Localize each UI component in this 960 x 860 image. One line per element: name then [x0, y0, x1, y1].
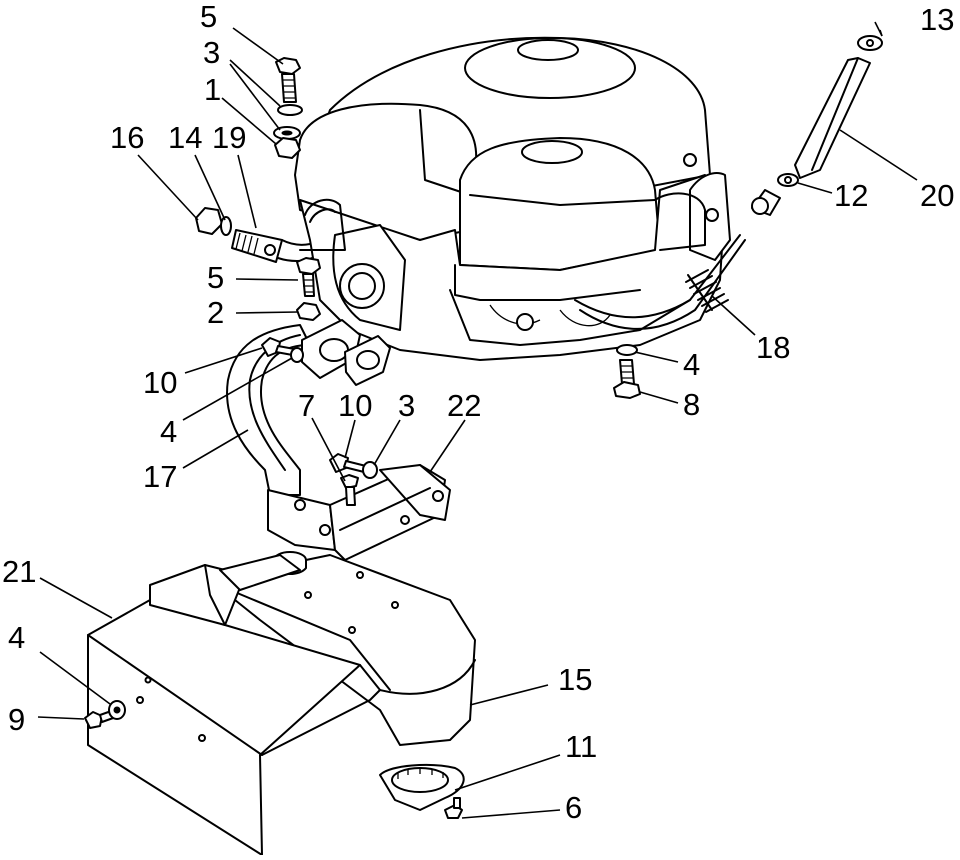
- callout-19: 19: [212, 120, 246, 155]
- callout-12: 12: [834, 178, 868, 213]
- callout-15: 15: [558, 662, 592, 697]
- callout-8: 8: [683, 387, 700, 422]
- callout-4-left: 4: [160, 414, 177, 449]
- callout-4-right: 4: [683, 347, 700, 382]
- spark-arrestor-11: [379, 763, 465, 819]
- callout-4-lower: 4: [8, 620, 25, 655]
- callout-14: 14: [168, 120, 202, 155]
- callout-5-top: 5: [200, 0, 217, 34]
- callout-22: 22: [447, 388, 481, 423]
- callout-6: 6: [565, 790, 582, 825]
- callout-10-mid: 10: [338, 388, 372, 423]
- callout-3-top: 3: [203, 35, 220, 70]
- callout-5-mid: 5: [207, 260, 224, 295]
- callout-11: 11: [565, 729, 597, 764]
- leader-lines: [37, 21, 918, 819]
- callout-17: 17: [143, 459, 177, 494]
- callout-2: 2: [207, 295, 224, 330]
- callout-20: 20: [920, 178, 954, 213]
- callout-18: 18: [756, 330, 790, 365]
- exhaust-bolt-assembly: [195, 207, 321, 321]
- bracket-22: [267, 453, 451, 561]
- engine-mount-bolt: [613, 344, 641, 399]
- fastener-stack-top: [273, 57, 303, 159]
- spring-18: [685, 269, 729, 313]
- fuel-line: [751, 35, 883, 216]
- callout-13: 13: [920, 2, 954, 37]
- callout-10-left: 10: [143, 365, 177, 400]
- callout-9: 9: [8, 702, 25, 737]
- callout-16: 16: [110, 120, 144, 155]
- callout-21: 21: [2, 554, 36, 589]
- engine-assembly: [294, 36, 746, 361]
- callout-3-mid: 3: [398, 388, 415, 423]
- callout-7: 7: [298, 388, 315, 423]
- exhaust-pipe-17: [226, 319, 391, 496]
- heat-shield-21: [84, 554, 381, 856]
- callout-labels: 5 3 1 16 14 19 5 2 10 4 17 7 10 3 22 13 …: [2, 0, 954, 825]
- callout-1: 1: [204, 72, 221, 107]
